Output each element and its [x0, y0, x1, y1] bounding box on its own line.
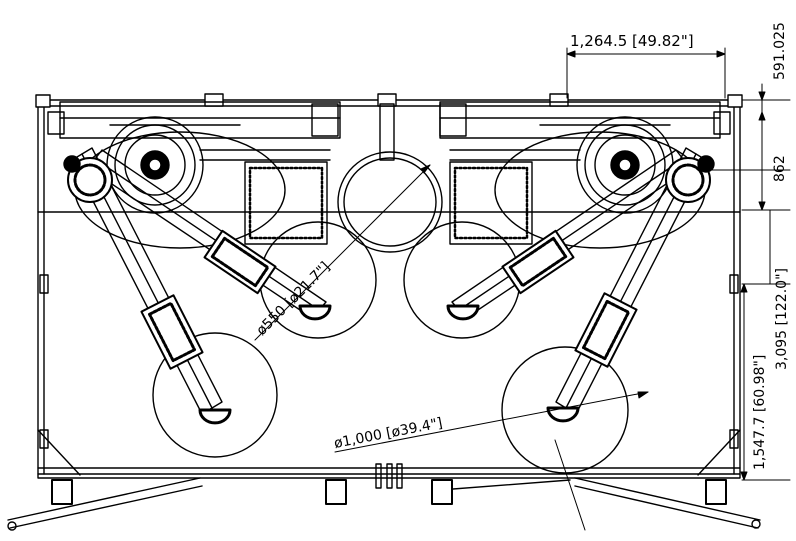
large-diameter-leader — [334, 391, 649, 531]
right-shoulder-joint — [665, 155, 715, 203]
top-width-dimension — [566, 47, 726, 99]
left-reel-housing — [74, 116, 331, 249]
right-dimension-lines — [699, 83, 791, 481]
large-circle-right — [501, 346, 629, 474]
left-upper-arm — [71, 147, 232, 425]
left-lower-arm — [87, 149, 332, 321]
right-lower-arm — [446, 149, 691, 321]
left-shoulder-joint — [63, 155, 113, 203]
left-mesh-box — [244, 161, 328, 245]
large-circle-left — [152, 332, 278, 458]
right-lower-label: 1,547.7 [60.98"] — [752, 355, 768, 470]
small-diameter-leader — [254, 164, 431, 341]
top-width-label: 1,264.5 [49.82"] — [570, 32, 694, 50]
top-right-vertical-label: 591.025 — [772, 22, 788, 80]
center-drum — [337, 151, 443, 253]
right-overall-label: 3,095 [122.0"] — [774, 268, 790, 370]
large-circle-diameter-label: ø1,000 [ø39.4"] — [333, 415, 444, 452]
right-mesh-box — [449, 161, 533, 245]
base-structure — [7, 429, 761, 531]
right-upper-label: 862 — [772, 155, 788, 182]
machine-frame — [35, 93, 743, 479]
